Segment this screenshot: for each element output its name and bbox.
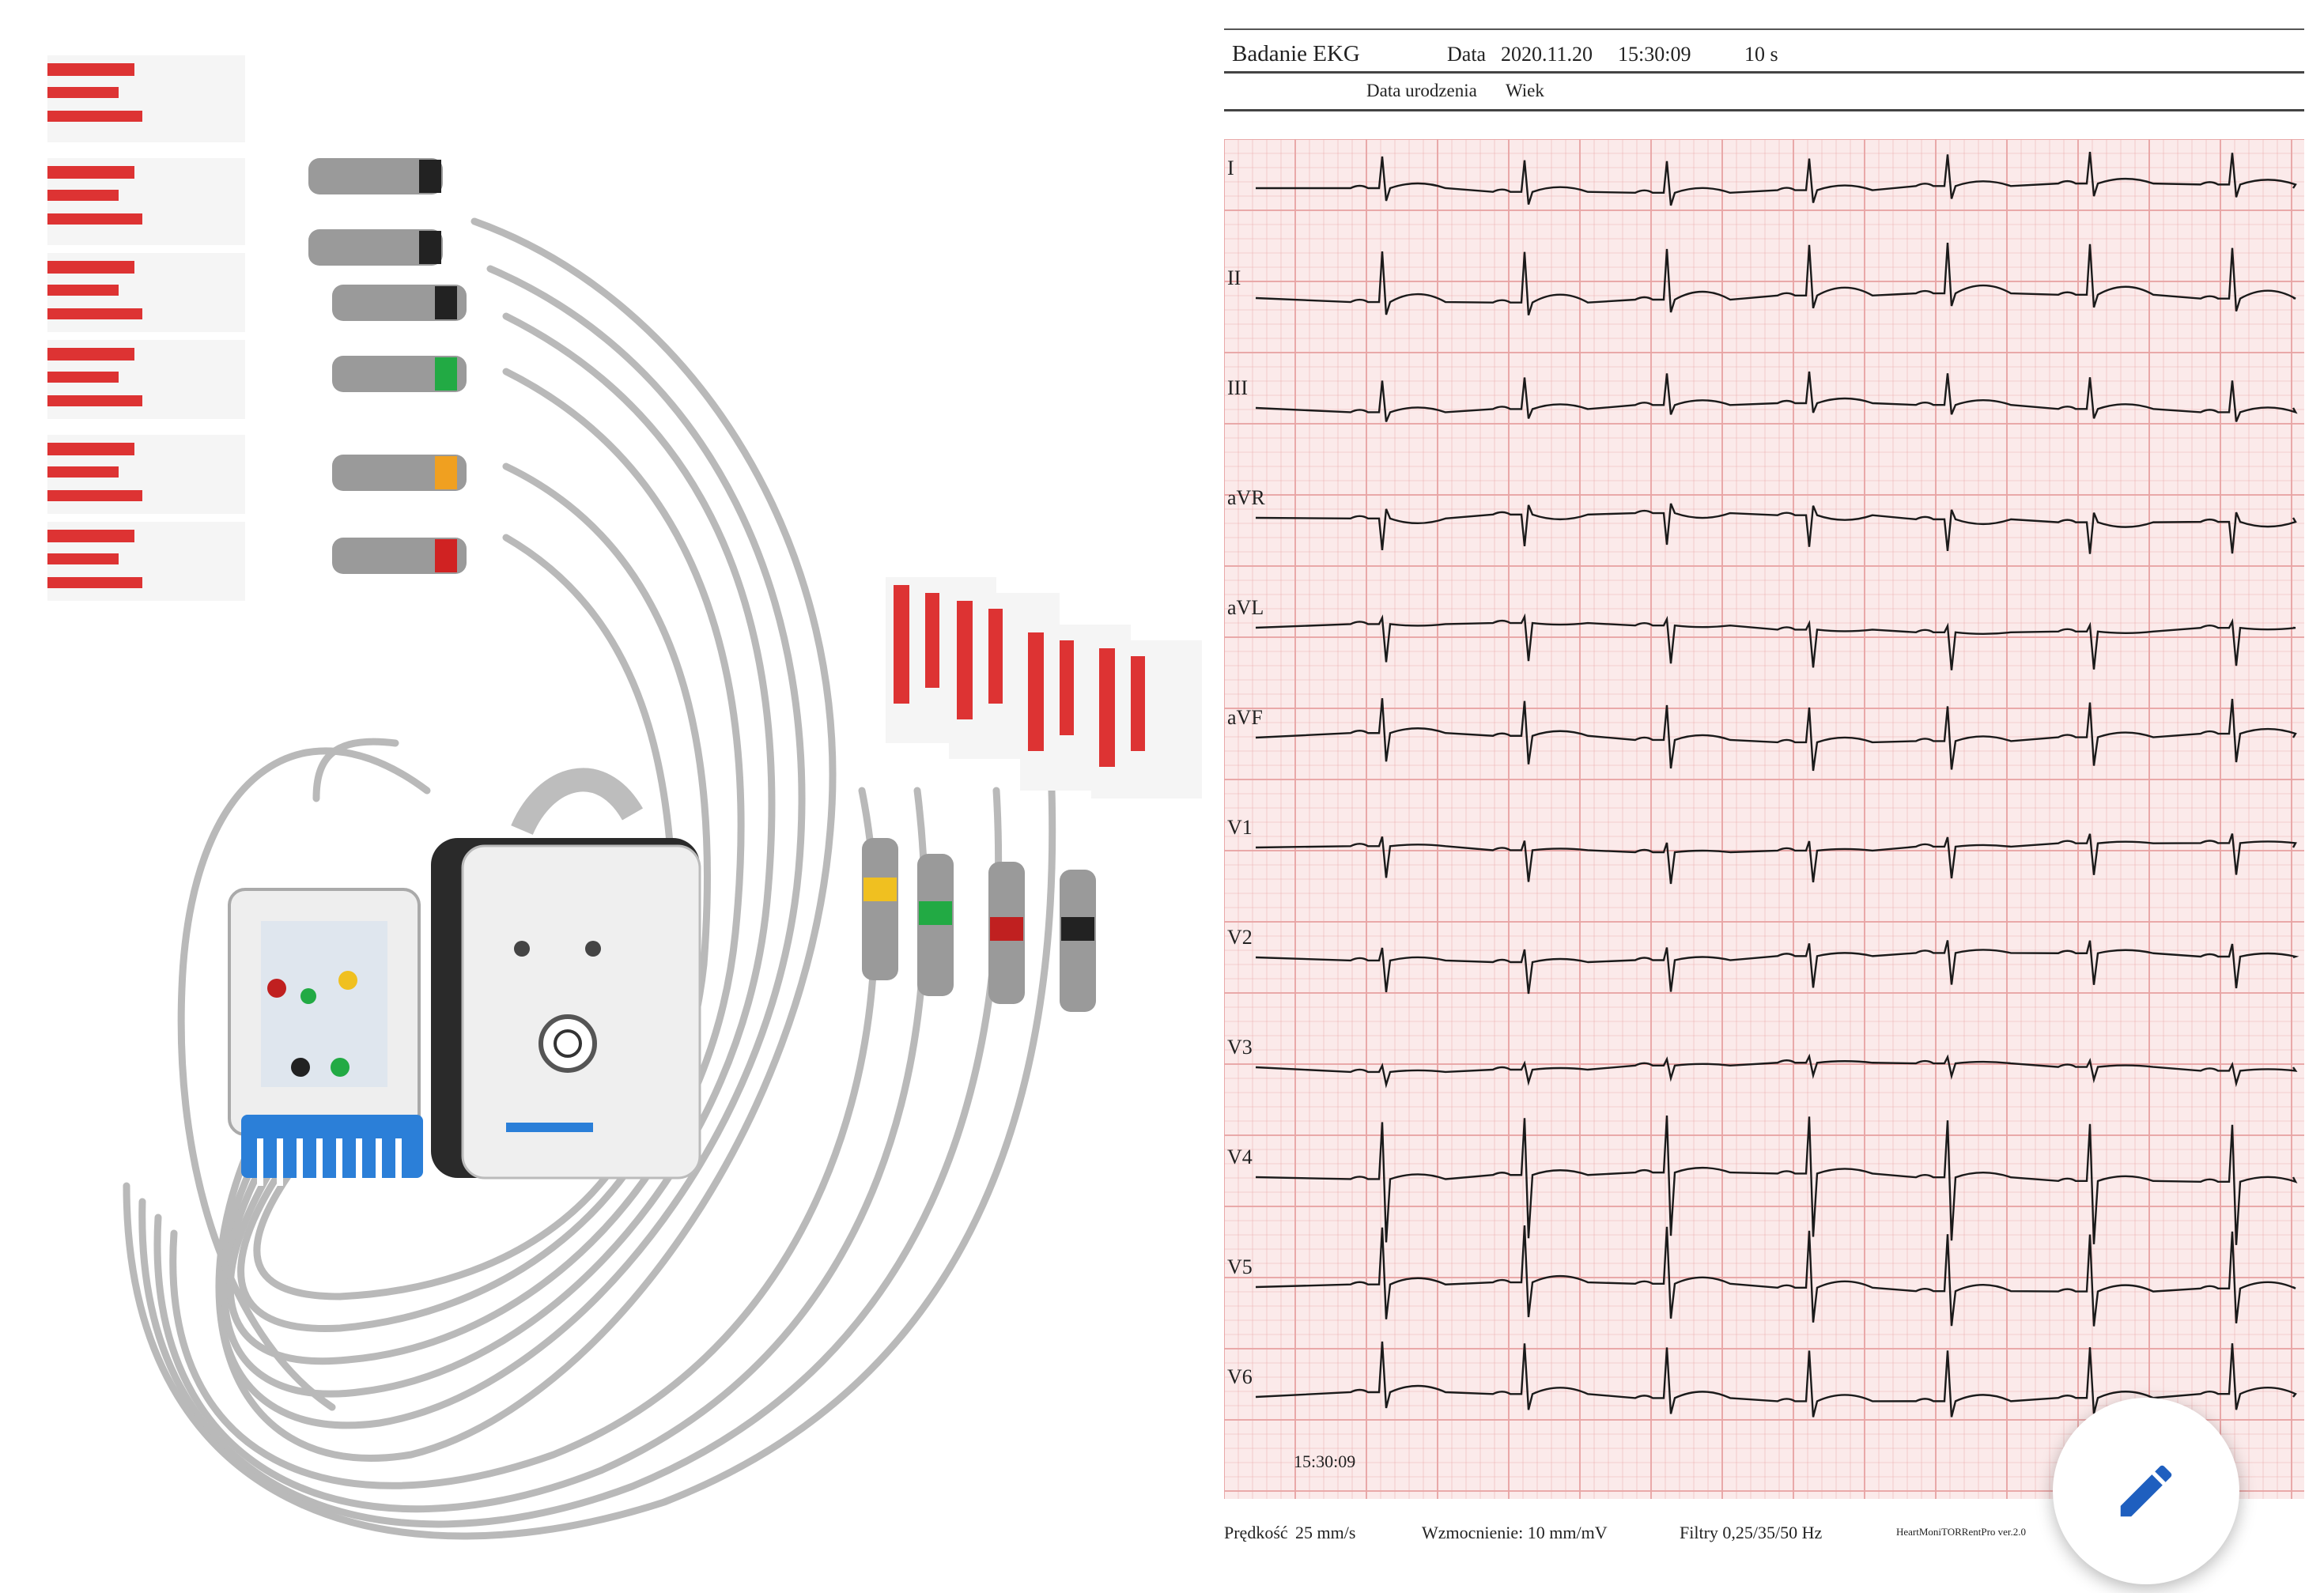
age-label: Wiek (1506, 81, 1544, 100)
ecg-trace-avf (1255, 698, 2297, 772)
lead-cables (123, 217, 1056, 1540)
header-divider (1224, 109, 2304, 111)
lead-label-v2: V2 (1227, 926, 1253, 949)
lead-label-v5: V5 (1227, 1255, 1253, 1278)
date-value: 2020.11.20 (1501, 43, 1593, 66)
lead-label-ii: II (1227, 266, 1241, 289)
grid-lines (1224, 139, 2304, 1523)
ecg-trace-avl (1255, 613, 2296, 670)
chest-electrodes (862, 577, 1202, 1012)
edit-button[interactable] (2053, 1398, 2239, 1584)
lead-label-avr: aVR (1227, 486, 1265, 509)
lead-label-v1: V1 (1227, 816, 1253, 839)
ecg-trace-grid (1224, 139, 2304, 1523)
software-version: HeartMoniTORRentPro ver.2.0 (1896, 1526, 2027, 1538)
birth-date-label: Data urodzenia (1366, 81, 1477, 100)
ecg-trace-i (1256, 152, 2297, 206)
lead-label-iii: III (1227, 376, 1248, 399)
limb-electrodes (47, 55, 467, 601)
ecg-device-photo (47, 55, 1202, 1540)
ecg-trace-v6 (1255, 1341, 2297, 1417)
lead-label-v4: V4 (1227, 1146, 1253, 1168)
date-label: Data (1447, 43, 1487, 66)
lead-label-avf: aVF (1227, 706, 1263, 729)
filter-value: Filtry 0,25/35/50 Hz (1680, 1523, 1823, 1542)
ecg-trace-ii (1255, 242, 2296, 316)
gain-value: Wzmocnienie: 10 mm/mV (1422, 1523, 1608, 1542)
ecg-trace-v4 (1255, 1115, 2298, 1245)
ecg-trace-v1 (1255, 833, 2297, 885)
header-divider (1224, 71, 2304, 74)
duration-value: 10 s (1744, 43, 1778, 66)
ecg-trace-v3 (1255, 1053, 2298, 1089)
lead-label-v6: V6 (1227, 1365, 1253, 1388)
lead-label-v3: V3 (1227, 1036, 1253, 1059)
ecg-header: Badanie EKG Data 2020.11.20 15:30:09 10 … (1224, 28, 2304, 141)
start-time: 15:30:09 (1294, 1451, 1356, 1471)
time-value: 15:30:09 (1618, 43, 1691, 66)
lead-label-i: I (1227, 157, 1234, 179)
cable-hub (228, 888, 423, 1186)
ecg-trace-iii (1255, 371, 2298, 422)
lead-label-avl: aVL (1227, 596, 1264, 619)
ecg-trace-v2 (1255, 940, 2299, 995)
ecg-trace-avr (1255, 503, 2297, 554)
ecg-title: Badanie EKG (1232, 41, 1360, 66)
ecg-traces (1255, 152, 2299, 1417)
ecg-trace-v5 (1255, 1225, 2296, 1327)
ecg-printout: Badanie EKG Data 2020.11.20 15:30:09 10 … (1224, 28, 2304, 1568)
speed-label: Prędkość (1224, 1523, 1288, 1542)
speed-value: 25 mm/s (1295, 1523, 1356, 1542)
pencil-icon (2120, 1465, 2172, 1517)
ecg-recorder (431, 768, 701, 1180)
